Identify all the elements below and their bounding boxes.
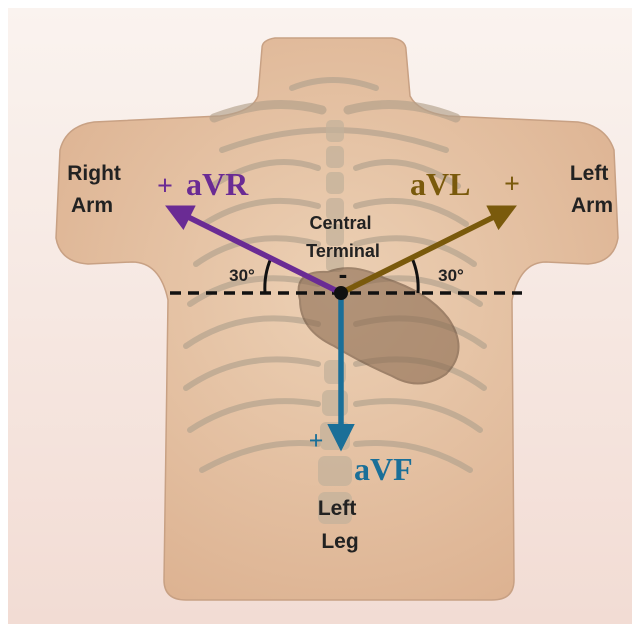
left-arm-label-line2: Arm	[571, 194, 613, 217]
avl-plus-sign: +	[504, 169, 520, 200]
avf-plus-sign: +	[309, 426, 324, 455]
right-arm-label-line1: Right	[67, 162, 121, 185]
angle-label-left: 30°	[229, 266, 255, 285]
left-leg-label-line1: Left	[318, 497, 357, 520]
right-arm-label-line2: Arm	[71, 194, 113, 217]
avr-label: aVR	[186, 166, 249, 202]
avl-label: aVL	[410, 166, 470, 202]
central-terminal-label-line2: Terminal	[306, 241, 380, 261]
avr-plus-sign: +	[157, 171, 173, 202]
angle-label-right: 30°	[438, 266, 464, 285]
central-terminal-minus: -	[339, 259, 348, 289]
left-leg-label-line2: Leg	[321, 530, 358, 553]
central-terminal-label-line1: Central	[309, 213, 371, 233]
avf-label: aVF	[354, 451, 413, 487]
left-arm-label-line1: Left	[570, 162, 609, 185]
